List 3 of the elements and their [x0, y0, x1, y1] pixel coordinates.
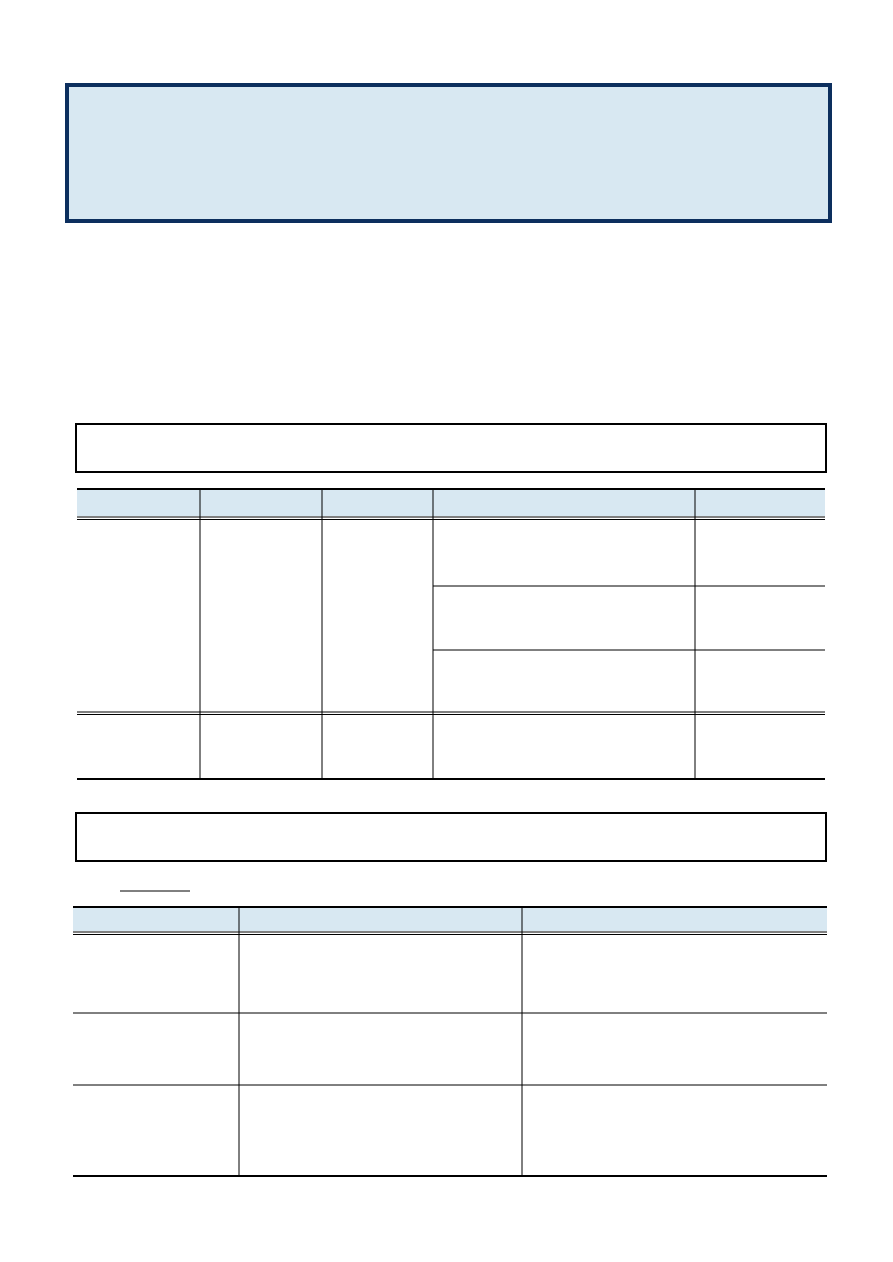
banner-box	[65, 83, 832, 223]
text-box	[75, 812, 827, 862]
text-box	[75, 423, 827, 473]
